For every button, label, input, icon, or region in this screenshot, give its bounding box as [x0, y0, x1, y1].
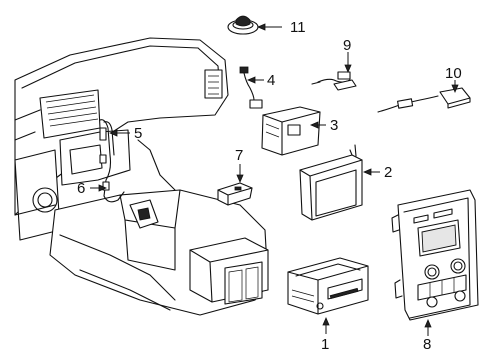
part-9-antenna-cable — [311, 71, 357, 91]
part-8-control-panel — [391, 189, 479, 321]
callout-5: 5 — [134, 125, 142, 142]
dashboard-illustration — [14, 37, 269, 316]
part-11-speaker — [227, 15, 259, 35]
part-10-module-cable — [377, 87, 471, 113]
part-2-bracket — [299, 144, 363, 221]
part-4-connector-cable — [239, 66, 263, 109]
callout-8: 8 — [423, 336, 431, 353]
callout-3: 3 — [330, 117, 338, 134]
callout-numbers: 11 4 9 10 3 5 6 7 2 1 8 — [77, 19, 462, 353]
part-5-6-cable-harness — [99, 119, 125, 203]
callout-7: 7 — [235, 147, 243, 164]
callout-10: 10 — [445, 65, 462, 82]
leader-lines — [90, 23, 459, 336]
part-1-radio-unit — [287, 257, 369, 315]
callout-6: 6 — [77, 180, 85, 197]
part-7-switch — [217, 182, 253, 206]
part-3-control-module — [261, 106, 321, 156]
callout-1: 1 — [321, 336, 329, 353]
callout-4: 4 — [267, 72, 275, 89]
callout-9: 9 — [343, 37, 351, 54]
callout-2: 2 — [384, 164, 392, 181]
callout-11: 11 — [290, 19, 306, 36]
